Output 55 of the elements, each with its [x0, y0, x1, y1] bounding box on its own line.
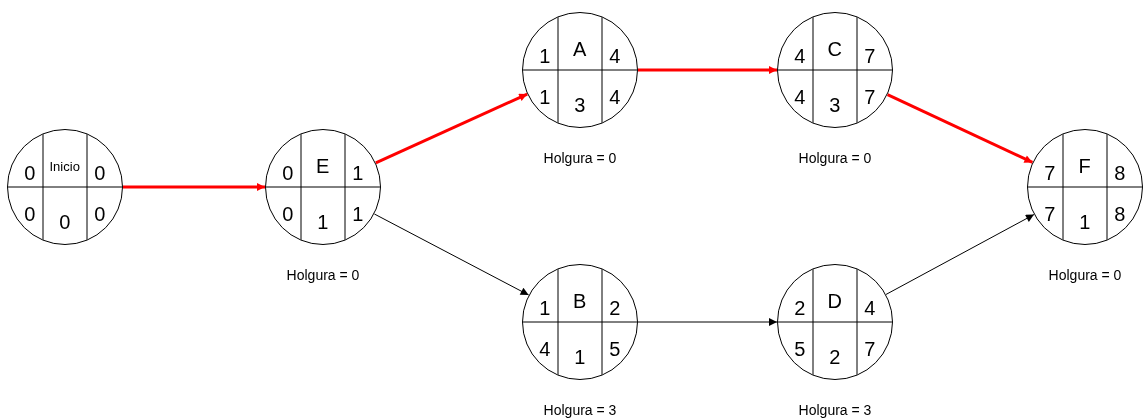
duration-value: 1: [574, 346, 586, 367]
slack-label: Holgura = 3: [543, 402, 617, 418]
early-finish: 0: [94, 162, 106, 183]
late-start: 4: [794, 86, 806, 107]
late-start: 7: [1044, 203, 1056, 224]
late-finish: 8: [1114, 203, 1126, 224]
late-start: 1: [539, 86, 551, 107]
activity-name: Inicio: [49, 159, 80, 173]
early-start: 7: [1044, 162, 1056, 183]
activity-name: D: [827, 290, 842, 311]
duration-value: 2: [829, 346, 841, 367]
activity-name: B: [573, 290, 587, 311]
early-start: 1: [539, 297, 551, 318]
activity-name: C: [827, 38, 842, 59]
early-start: 2: [794, 297, 806, 318]
arrow: [373, 213, 530, 296]
early-finish: 1: [352, 162, 364, 183]
late-finish: 7: [864, 338, 876, 359]
duration-value: 3: [829, 94, 841, 115]
late-finish: 1: [352, 203, 364, 224]
activity-name: E: [316, 155, 330, 176]
early-start: 0: [282, 162, 294, 183]
arrow: [885, 214, 1035, 295]
arrow: [638, 66, 777, 74]
late-start: 0: [24, 203, 36, 224]
slack-label: Holgura = 0: [286, 267, 360, 283]
early-finish: 7: [864, 45, 876, 66]
early-start: 4: [794, 45, 806, 66]
late-finish: 7: [864, 86, 876, 107]
activity-name: A: [573, 38, 587, 59]
early-finish: 8: [1114, 162, 1126, 183]
early-finish: 2: [609, 297, 621, 318]
duration-value: 1: [317, 211, 329, 232]
early-start: 1: [539, 45, 551, 66]
slack-label: Holgura = 0: [1048, 267, 1122, 283]
early-finish: 4: [864, 297, 876, 318]
arrow: [637, 318, 778, 326]
slack-label: Holgura = 0: [798, 150, 872, 166]
late-start: 4: [539, 338, 551, 359]
duration-value: 3: [574, 94, 586, 115]
arrow: [375, 92, 528, 165]
late-finish: 5: [609, 338, 621, 359]
slack-label: Holgura = 3: [798, 402, 872, 418]
late-start: 5: [794, 338, 806, 359]
early-start: 0: [24, 162, 36, 183]
early-finish: 4: [609, 45, 621, 66]
slack-label: Holgura = 0: [543, 150, 617, 166]
late-finish: 4: [609, 86, 621, 107]
late-start: 0: [282, 203, 294, 224]
arrow: [123, 183, 265, 191]
activity-name: F: [1078, 155, 1091, 176]
duration-value: 0: [59, 211, 71, 232]
duration-value: 1: [1079, 211, 1091, 232]
arrow: [886, 93, 1034, 164]
late-finish: 0: [94, 203, 106, 224]
